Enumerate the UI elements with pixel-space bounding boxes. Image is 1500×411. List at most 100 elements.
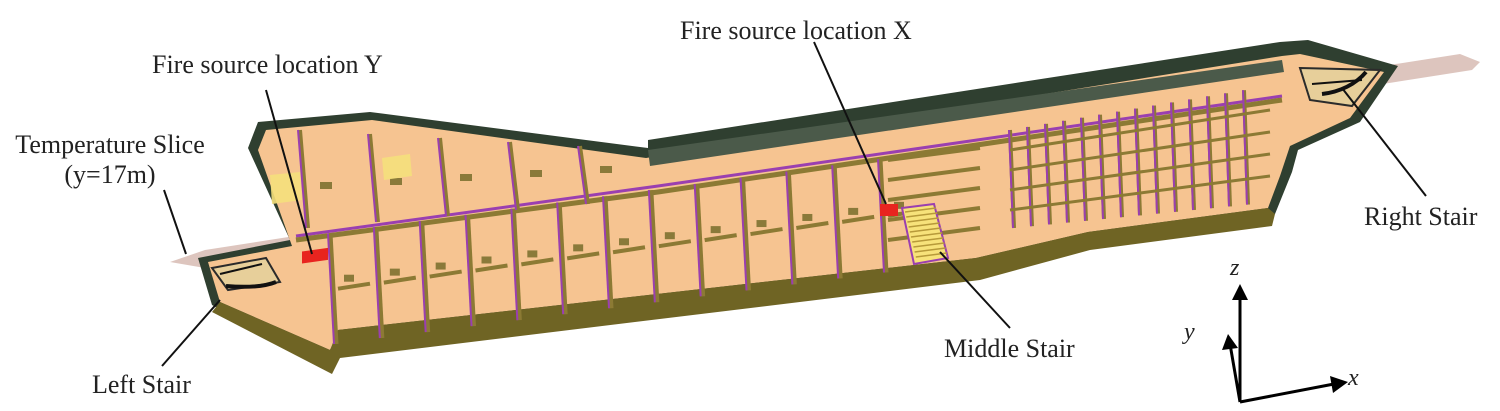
partition-wall bbox=[796, 220, 829, 230]
label-temperature-slice-line1: Temperature Slice bbox=[15, 130, 205, 159]
partition-wall bbox=[1062, 120, 1068, 223]
partition-wall bbox=[577, 145, 587, 205]
leader-right-stair bbox=[1341, 87, 1427, 197]
desk bbox=[460, 174, 472, 181]
partition-wall bbox=[1098, 114, 1104, 220]
partition-wall bbox=[327, 233, 335, 345]
corridor-partition bbox=[295, 94, 1283, 238]
partition-wall bbox=[578, 145, 590, 205]
desk bbox=[530, 170, 542, 177]
desk bbox=[435, 262, 446, 270]
partition-wall bbox=[510, 208, 522, 321]
partition-wall bbox=[887, 146, 981, 162]
stair-step bbox=[914, 247, 946, 253]
partition-wall bbox=[1026, 126, 1032, 227]
partition-wall bbox=[647, 190, 656, 303]
partition-wall bbox=[556, 202, 568, 315]
corridor-partition-wall bbox=[295, 97, 1283, 243]
middle-stair-steps bbox=[904, 207, 947, 258]
stair-step bbox=[907, 217, 939, 223]
fire-source-x bbox=[880, 204, 898, 216]
partition-wall bbox=[602, 196, 610, 309]
partition-wall bbox=[1170, 102, 1176, 212]
axis-label-z: z bbox=[1230, 255, 1240, 281]
stair-step bbox=[908, 222, 940, 228]
partition-wall bbox=[337, 281, 371, 291]
partition-wall bbox=[648, 189, 660, 303]
label-fire-source-y: Fire source location Y bbox=[152, 50, 383, 79]
leader-middle-stair bbox=[939, 251, 1011, 329]
partition-wall bbox=[437, 137, 447, 217]
partition-wall bbox=[1009, 174, 1271, 212]
partition-wall bbox=[1009, 152, 1271, 192]
partition-wall bbox=[841, 214, 875, 224]
partition-wall bbox=[750, 227, 783, 237]
label-fire-source-x: Fire source location X bbox=[680, 16, 912, 45]
axis-label-y: y bbox=[1184, 319, 1195, 345]
partition-wall bbox=[831, 165, 840, 279]
partition-wall bbox=[521, 257, 554, 267]
partition-wall bbox=[1116, 111, 1122, 218]
partition-wall bbox=[373, 227, 385, 339]
partition-wall bbox=[887, 186, 981, 202]
partition-wall bbox=[694, 183, 706, 297]
partition-wall bbox=[704, 233, 737, 243]
desk bbox=[527, 250, 538, 258]
front-wall-face bbox=[212, 208, 1275, 374]
partition-wall bbox=[612, 245, 646, 255]
partition-wall bbox=[368, 133, 380, 223]
partition-wall bbox=[298, 129, 310, 229]
partition-wall bbox=[693, 183, 702, 297]
partition-wall bbox=[1134, 108, 1140, 216]
desk bbox=[619, 238, 629, 246]
desk bbox=[390, 178, 402, 185]
leader-fire-y bbox=[265, 89, 313, 255]
y-axis bbox=[1228, 343, 1242, 403]
partition-wall bbox=[658, 239, 692, 249]
stair-step bbox=[913, 242, 945, 248]
desk bbox=[600, 166, 612, 173]
desk bbox=[320, 182, 332, 189]
partition-wall bbox=[785, 171, 794, 285]
leader-fire-x bbox=[813, 41, 887, 205]
y-arrowhead bbox=[1222, 334, 1238, 350]
partition-wall bbox=[507, 141, 517, 211]
stair-step bbox=[904, 207, 937, 213]
partition-wall bbox=[1080, 117, 1086, 221]
stair-step bbox=[912, 237, 944, 243]
desk bbox=[573, 244, 584, 252]
partition-wall bbox=[383, 275, 417, 285]
label-temperature-slice-line2: (y=17m) bbox=[64, 160, 156, 189]
partition-wall bbox=[508, 141, 520, 211]
partition-wall bbox=[1008, 129, 1014, 229]
desk bbox=[802, 213, 813, 221]
stair-step bbox=[910, 232, 943, 238]
label-right-stair: Right Stair bbox=[1364, 202, 1478, 231]
desk bbox=[344, 274, 354, 282]
partition-wall bbox=[566, 251, 600, 261]
partition-wall bbox=[429, 269, 462, 279]
partition-wall bbox=[1188, 99, 1194, 211]
desk bbox=[894, 201, 904, 209]
partition-wall bbox=[831, 165, 843, 279]
partition-wall bbox=[739, 177, 748, 291]
stair-step bbox=[909, 227, 941, 233]
desk bbox=[756, 220, 767, 228]
partition-wall bbox=[740, 177, 751, 291]
room-partitions bbox=[297, 90, 1271, 345]
leader-left-stair bbox=[161, 299, 221, 367]
x-axis bbox=[1239, 382, 1335, 404]
desk bbox=[389, 268, 400, 276]
axis-label-x: x bbox=[1348, 365, 1359, 391]
partition-wall bbox=[1009, 130, 1271, 172]
desk bbox=[710, 226, 721, 234]
x-arrowhead bbox=[1330, 376, 1348, 393]
partition-wall bbox=[327, 233, 339, 345]
partition-wall bbox=[438, 137, 450, 217]
partition-wall bbox=[475, 263, 508, 273]
partition-wall bbox=[785, 171, 797, 285]
fire-source-y bbox=[302, 247, 328, 264]
partition-wall bbox=[418, 220, 427, 333]
desk bbox=[848, 207, 859, 215]
partition-wall bbox=[1224, 93, 1230, 207]
